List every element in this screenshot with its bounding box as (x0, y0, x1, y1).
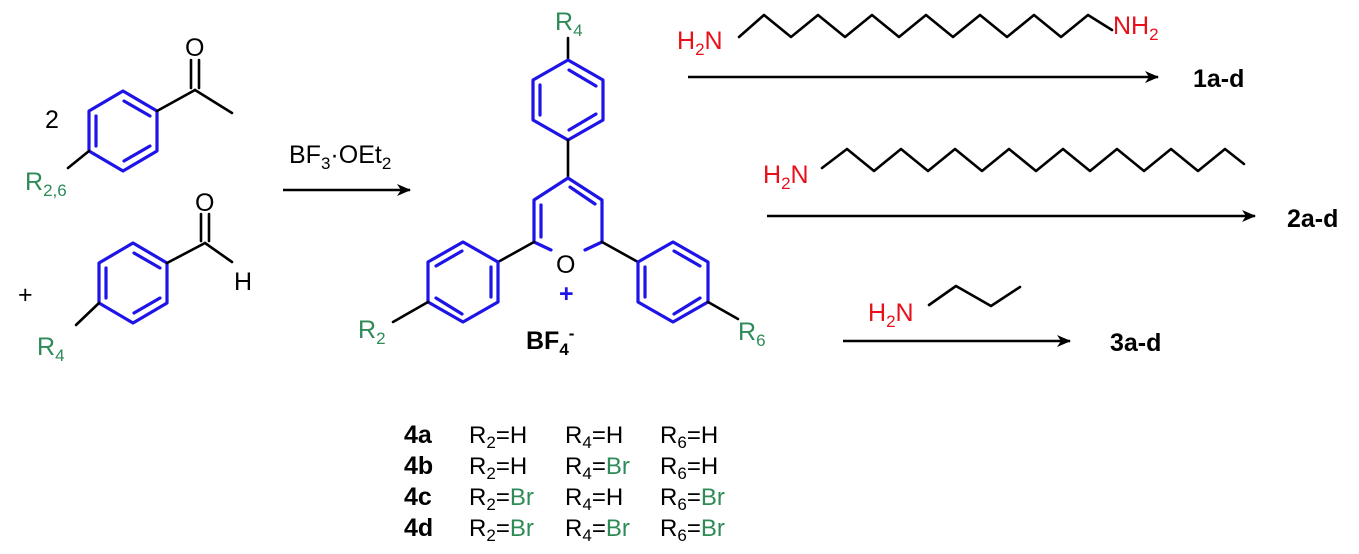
aldehyde-oxygen: O (195, 189, 214, 217)
diamine-right-amine: NH2 (1113, 12, 1159, 44)
right-ring-link-bond (600, 240, 640, 264)
right-phenyl-inner-2 (672, 249, 702, 268)
table-compound-id: 4c (404, 483, 432, 511)
table-row: 4d R2=Br R4=Br R6=Br (404, 514, 725, 545)
acetophenone-inner-bond-1 (122, 99, 152, 118)
table-value-r6-3: Br (701, 515, 725, 542)
left-phenyl-inner-2 (434, 296, 464, 316)
table-value-r4-1: Br (606, 453, 630, 480)
table-cell-r2: R2=H (469, 422, 527, 452)
stoichiometric-coefficient: 2 (45, 106, 59, 134)
table-value-r2-3: Br (510, 515, 534, 542)
r6-bond (706, 300, 740, 321)
table-value-r6-1: H (701, 453, 718, 480)
table-value-r6-2: Br (701, 484, 725, 511)
top-phenyl-inner-1 (567, 68, 598, 88)
aldehyde-h-bond (203, 241, 234, 264)
methyl-bond (193, 88, 234, 115)
table-row: 4a R2=H R4=H R6=H (404, 421, 718, 452)
pyrylium-salt: R4 O + R2 R6 BF4- (358, 8, 766, 359)
dodecylamine-reaction: H2N 2a-d (763, 147, 1338, 233)
ketone-substituent-label: R2,6 (25, 168, 67, 200)
table-cell-r4: R4=H (565, 422, 623, 452)
reagent-label: BF3·OEt2 (289, 141, 391, 173)
table-row: 4b R2=H R4=Br R6=H (404, 452, 718, 483)
pyrylium-ring (532, 176, 604, 252)
table-compound-id: 4a (404, 421, 433, 449)
propylamine-reaction: H2N 3a-d (843, 284, 1161, 357)
pyrylium-r2-label: R2 (358, 316, 386, 348)
propylamine-amine: H2N (868, 299, 914, 331)
tetrafluoroborate-counterion: BF4- (526, 324, 574, 359)
table-cell-r4: R4=Br (565, 453, 630, 483)
table-cell-r4: R4=Br (565, 515, 630, 545)
dodecane-diamine-chain (737, 13, 1114, 39)
pyrylium-oxygen: O (556, 251, 575, 279)
table-cell-r2: R2=Br (469, 484, 534, 514)
benzaldehyde-benzene-ring (97, 241, 169, 325)
acetophenone-reactant: 2 O R2,6 (25, 34, 234, 200)
dodecyl-chain (820, 147, 1246, 173)
table-row: 4c R2=Br R4=H R6=Br (404, 483, 725, 514)
diamine-reaction: H2N NH2 1a-d (677, 12, 1244, 93)
table-cell-r6: R6=H (660, 453, 718, 483)
table-cell-r6: R6=Br (660, 484, 725, 514)
aldehyde-substituent-label: R4 (37, 333, 65, 365)
acetyl-bond (155, 88, 197, 113)
pyrylium-charge: + (559, 280, 574, 308)
product-1: 1a-d (1193, 65, 1244, 93)
r2-bond (391, 300, 430, 324)
pyrylium-r6-label: R6 (738, 318, 766, 350)
table-value-r4-0: H (606, 422, 623, 449)
right-phenyl-inner-3 (672, 296, 702, 316)
propyl-chain (927, 284, 1022, 308)
product-2: 2a-d (1287, 205, 1338, 233)
acetophenone-benzene-ring (87, 89, 159, 173)
top-phenyl-inner-2 (567, 112, 598, 132)
table-value-r4-2: H (606, 484, 623, 511)
table-cell-r2: R2=H (469, 453, 527, 483)
ketone-oxygen: O (185, 34, 204, 62)
table-value-r4-3: Br (606, 515, 630, 542)
plus-sign: + (18, 281, 33, 309)
top-phenyl-ring (531, 58, 605, 142)
table-cell-r6: R6=H (660, 422, 718, 452)
left-ring-link-bond (496, 240, 536, 264)
pyrylium-inner-2 (568, 185, 597, 206)
table-value-r2-0: H (510, 422, 527, 449)
left-phenyl-inner-3 (434, 249, 464, 268)
left-phenyl-ring (426, 240, 500, 324)
reagent-arrow-group: BF3·OEt2 (283, 141, 411, 196)
table-compound-id: 4b (404, 452, 433, 480)
aldehyde-hydrogen: H (234, 268, 252, 296)
table-cell-r6: R6=Br (660, 515, 725, 545)
acetophenone-inner-bond-2 (122, 144, 152, 163)
table-value-r2-1: H (510, 453, 527, 480)
ketone-substituent-bond (66, 149, 91, 170)
table-value-r6-0: H (701, 422, 718, 449)
aldehyde-substituent-bond (74, 301, 101, 327)
right-phenyl-ring (636, 240, 710, 324)
benzaldehyde-reactant: + O H R4 (18, 189, 252, 365)
table-value-r2-2: Br (510, 484, 534, 511)
product-3: 3a-d (1110, 329, 1161, 357)
dodecylamine-amine: H2N (763, 161, 809, 193)
table-cell-r4: R4=H (565, 484, 623, 514)
diamine-left-amine: H2N (677, 27, 723, 59)
benzaldehyde-inner-bond-1 (132, 251, 162, 270)
pyrylium-r4-label: R4 (555, 8, 583, 40)
benzaldehyde-inner-bond-2 (132, 296, 162, 315)
table-cell-r2: R2=Br (469, 515, 534, 545)
table-compound-id: 4d (404, 514, 433, 542)
formyl-bond (165, 241, 207, 265)
